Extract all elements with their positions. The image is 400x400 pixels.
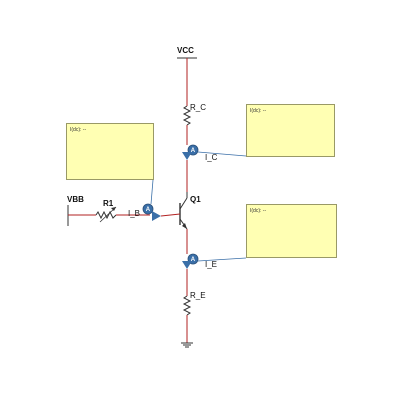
probe-link-ic <box>197 151 247 157</box>
vcc-label: VCC <box>177 46 194 55</box>
resistor-re[interactable] <box>182 295 192 316</box>
transistor-q1[interactable] <box>179 192 188 230</box>
probe-link-ie <box>197 257 247 262</box>
svg-text:A: A <box>146 207 151 213</box>
ammeter-ie[interactable]: A <box>182 253 199 269</box>
wire-ib-base <box>160 213 181 217</box>
rc-label: R_C <box>190 103 206 112</box>
ammeter-ib[interactable]: A <box>142 203 161 221</box>
ammeter-ic[interactable]: A <box>182 144 199 160</box>
resistor-rc[interactable] <box>182 105 192 126</box>
ic-label: I_C <box>205 153 218 162</box>
probe-box-ie[interactable]: I(dc): -- <box>246 204 337 258</box>
probe-box-ic[interactable]: I(dc): -- <box>246 104 335 157</box>
ib-label: I_B <box>128 209 140 218</box>
re-label: R_E <box>190 291 206 300</box>
vbb-label: VBB <box>67 195 84 204</box>
probe-text-ic: I(dc): -- <box>250 108 267 114</box>
probe-text-ib: I(dc): -- <box>70 127 87 133</box>
r1-label: R1 <box>103 199 114 208</box>
resistor-r1[interactable] <box>95 206 117 223</box>
q1-label: Q1 <box>190 195 201 204</box>
probe-box-ib[interactable]: I(dc): -- <box>66 123 154 180</box>
svg-text:A: A <box>191 148 196 154</box>
probe-text-ie: I(dc): -- <box>250 208 267 214</box>
svg-text:A: A <box>191 257 196 263</box>
ground-icon <box>181 342 193 348</box>
ie-label: I_E <box>205 260 217 269</box>
probe-link-ib <box>150 179 154 205</box>
